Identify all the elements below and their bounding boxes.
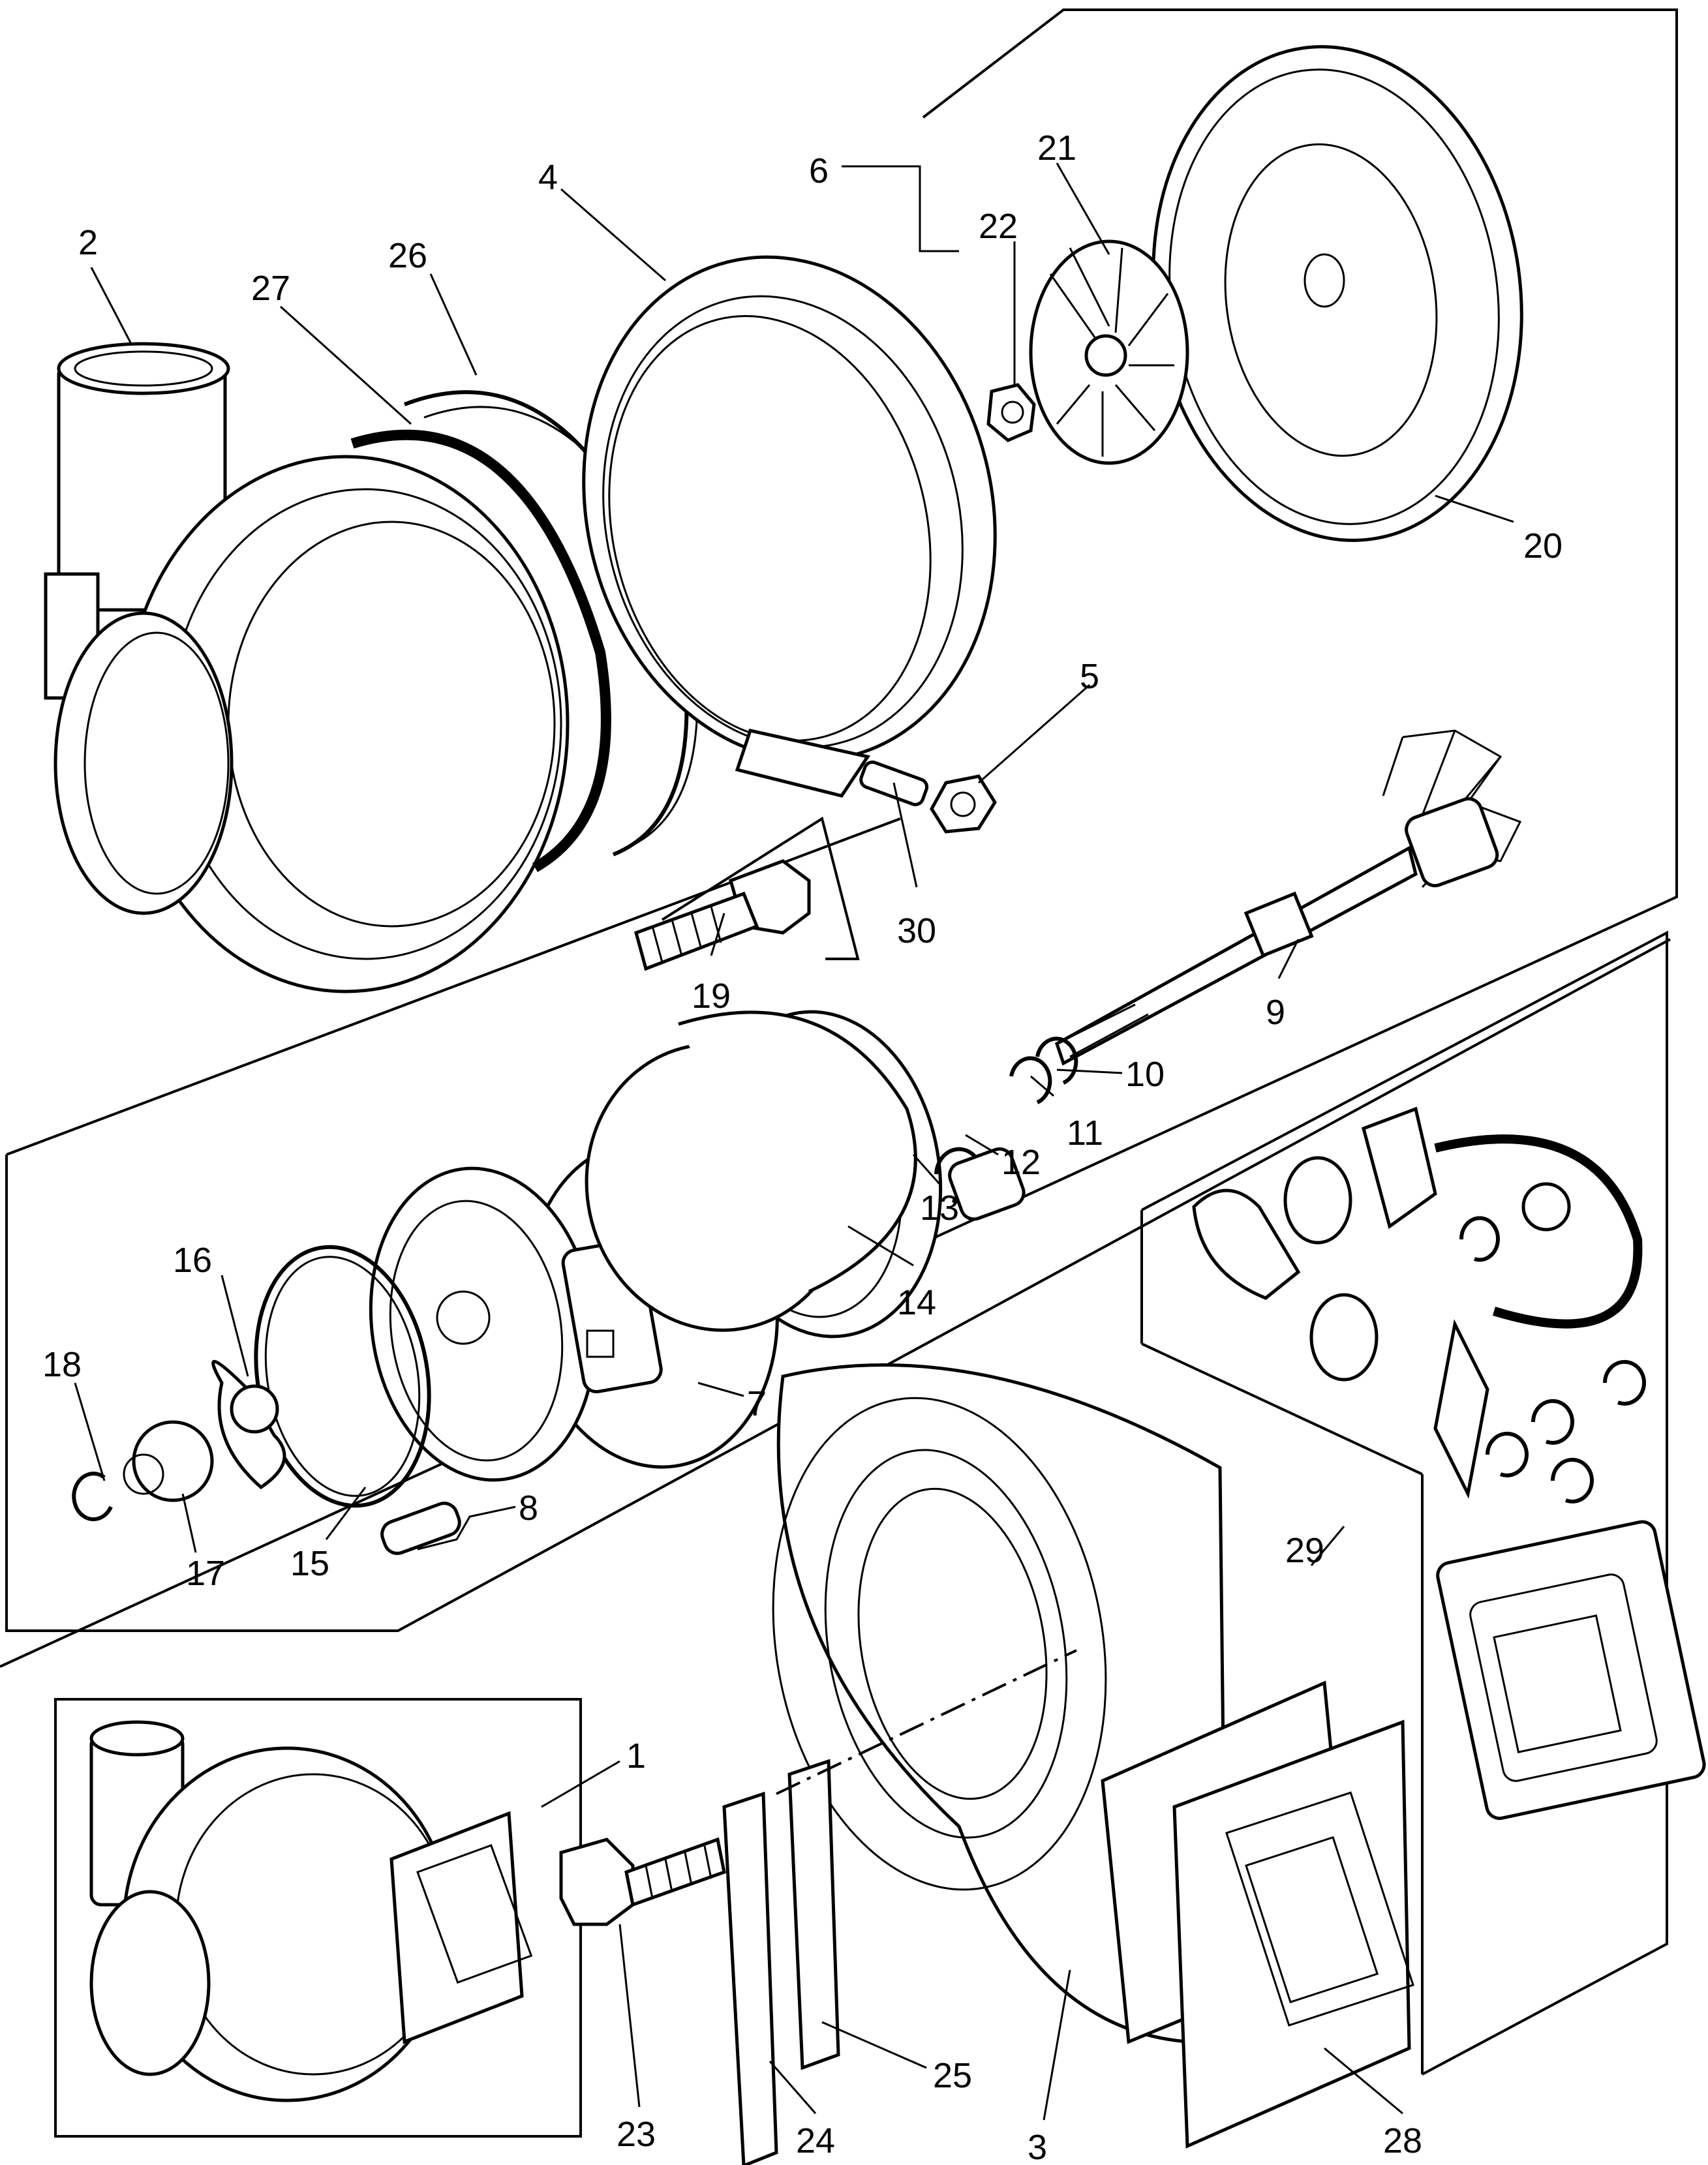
label-1: 1 [626, 1736, 646, 1776]
overhaul-kit-contents [1192, 1106, 1706, 1821]
label-9: 9 [1266, 993, 1285, 1032]
label-10: 10 [1125, 1055, 1165, 1094]
turbine-housing [772, 1363, 1414, 2149]
label-20: 20 [1523, 526, 1563, 566]
label-5: 5 [1080, 657, 1099, 696]
label-23: 23 [617, 2115, 656, 2154]
leader-lines [74, 162, 1514, 2121]
label-4: 4 [538, 158, 558, 197]
label-19: 19 [692, 977, 731, 1016]
label-17: 17 [186, 1554, 225, 1593]
label-27: 27 [251, 269, 290, 308]
label-6: 6 [809, 151, 829, 190]
part-number-labels: 1 2 3 4 5 6 7 8 9 10 11 12 13 14 15 16 1… [42, 129, 1563, 2165]
panel-outlines [0, 8, 1678, 2138]
label-2: 2 [78, 223, 98, 262]
label-12: 12 [1001, 1143, 1041, 1182]
label-7: 7 [747, 1384, 767, 1423]
label-30: 30 [897, 911, 936, 950]
label-13: 13 [920, 1188, 959, 1228]
label-18: 18 [42, 1345, 82, 1384]
label-28: 28 [1383, 2121, 1422, 2160]
small-bearing-parts [72, 1010, 1078, 1555]
compressor-housing [44, 342, 570, 993]
shaft-and-turbine-wheel [1054, 729, 1522, 1066]
label-3: 3 [1028, 2128, 1047, 2165]
label-29: 29 [1285, 1531, 1324, 1570]
label-8: 8 [519, 1489, 538, 1528]
label-24: 24 [796, 2121, 835, 2160]
label-21: 21 [1037, 129, 1076, 168]
compressor-wheel [986, 239, 1189, 465]
label-11: 11 [1067, 1113, 1103, 1153]
label-14: 14 [897, 1283, 936, 1322]
assembled-turbocharger-view [89, 1720, 533, 2102]
bolt-19 [633, 859, 811, 971]
label-15: 15 [290, 1544, 329, 1583]
label-26: 26 [388, 236, 427, 275]
label-16: 16 [173, 1241, 212, 1280]
label-25: 25 [933, 2056, 972, 2095]
bearing-housing [369, 1010, 943, 1482]
label-22: 22 [979, 207, 1018, 246]
backplate [1151, 45, 1523, 542]
turbine-housing-fasteners [559, 1649, 1077, 2165]
